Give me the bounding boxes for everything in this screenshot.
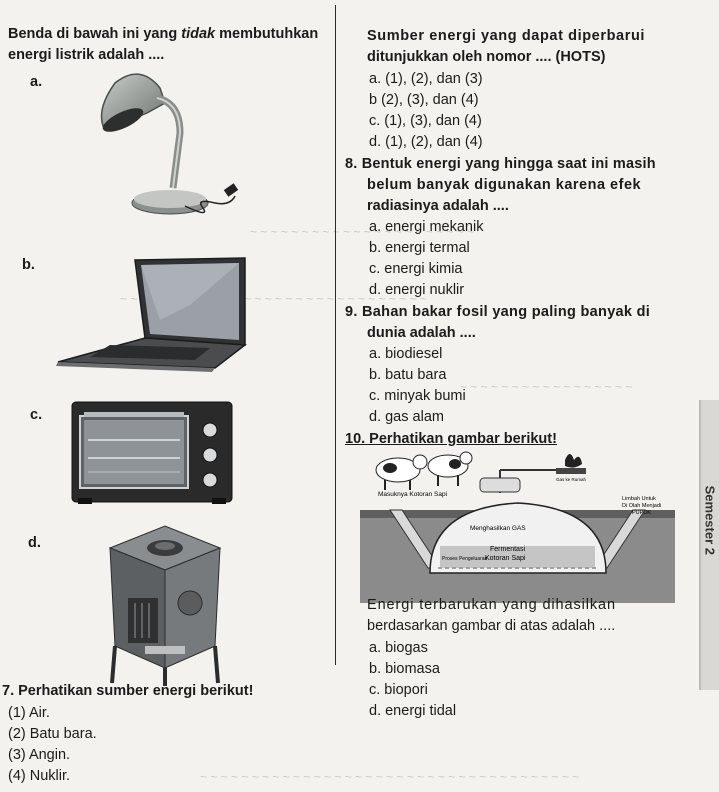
- laptop-image: [56, 257, 248, 372]
- semester-tab: [699, 400, 719, 690]
- q6-option-b-label: b.: [22, 257, 35, 273]
- desk-lamp-image: [100, 73, 239, 215]
- q7-option: a. (1), (2), dan (3): [369, 71, 483, 87]
- q6-option-a-label: a.: [30, 74, 43, 90]
- diagram-label-waste1: Limbah Untuk: [622, 496, 656, 502]
- q9-option: c. minyak bumi: [369, 388, 466, 404]
- diagram-label-waste2: Di Olah Menjadi: [622, 503, 661, 509]
- q8-option: a. energi mekanik: [369, 219, 484, 235]
- q6-option-d-label: d.: [28, 535, 41, 551]
- diagram-label-waste3: PUPUK: [632, 510, 651, 516]
- q9-option: d. gas alam: [369, 409, 444, 425]
- diagram-label-gas: Menghasilkan GAS: [470, 525, 526, 532]
- q10-option: b. biomasa: [369, 661, 440, 677]
- q6-stem-line1: Benda di bawah ini yang tidak membutuhka…: [8, 26, 319, 42]
- biogas-digester-diagram: Masuknya Kotoran Sapi Menghasilkan GAS F…: [360, 451, 675, 603]
- semester-tab-label: Semester 2: [702, 485, 717, 555]
- q7-stem: 7. Perhatikan sumber energi berikut!: [2, 683, 254, 699]
- q6-option-c-label: c.: [30, 407, 43, 423]
- q7-cont-stem-line1: Sumber energi yang dapat diperbarui: [367, 28, 646, 44]
- q7-cont-stem-line2: ditunjukkan oleh nomor .... (HOTS): [367, 49, 606, 65]
- bleed-text: ~ ~ ~ ~ ~ ~ ~ ~ ~ ~ ~ ~ ~ ~ ~ ~ ~ ~ ~ ~ …: [250, 225, 475, 239]
- q7-option: d. (1), (2), dan (4): [369, 134, 483, 150]
- diagram-label-home: Gas ke Rumah: [556, 477, 587, 482]
- q10-stem-line2: berdasarkan gambar di atas adalah ....: [367, 618, 616, 634]
- q7-item: (1) Air.: [8, 705, 50, 721]
- q7-item: (3) Angin.: [8, 747, 71, 763]
- q9-option: b. batu bara: [369, 367, 447, 383]
- bleed-text: ~ ~ ~ ~ ~ ~ ~ ~ ~ ~ ~ ~ ~ ~ ~ ~ ~ ~ ~ ~ …: [200, 770, 580, 784]
- q8-option: d. energi nuklir: [369, 282, 465, 298]
- q7-option: c. (1), (3), dan (4): [369, 113, 482, 129]
- q9-stem-line2: dunia adalah ....: [367, 325, 476, 341]
- q8-option: c. energi kimia: [369, 261, 463, 277]
- gas-stove-image: [108, 525, 222, 686]
- q7-item: (4) Nuklir.: [8, 768, 71, 784]
- q9-stem-line1: 9. Bahan bakar fosil yang paling banyak …: [345, 304, 651, 320]
- q7-option: b (2), (3), dan (4): [369, 92, 479, 108]
- toaster-oven-image: [71, 401, 233, 504]
- column-divider: [335, 5, 336, 665]
- q6-stem-line2: energi listrik adalah ....: [8, 47, 165, 63]
- diagram-label-inlet: Masuknya Kotoran Sapi: [378, 491, 447, 498]
- q10-stem: 10. Perhatikan gambar berikut!: [345, 431, 557, 447]
- bleed-text: ~ ~ ~ ~ ~ ~ ~ ~ ~ ~ ~ ~ ~ ~ ~ ~ ~: [460, 380, 633, 394]
- q8-stem-line3: radiasinya adalah ....: [367, 198, 509, 214]
- q10-option: a. biogas: [369, 640, 428, 656]
- diagram-label-manure: Kotoran Sapi: [485, 555, 526, 562]
- q8-option: b. energi termal: [369, 240, 470, 256]
- q7-item: (2) Batu bara.: [8, 726, 97, 742]
- q8-stem-line2: belum banyak digunakan karena efek: [367, 177, 642, 193]
- diagram-label-fermentation: Fermentasi: [490, 546, 525, 553]
- q10-option: c. biopori: [369, 682, 428, 698]
- diagram-label-outflow: Proses Pengeluaran: [442, 556, 488, 562]
- q9-option: a. biodiesel: [369, 346, 443, 362]
- q10-option: d. energi tidal: [369, 703, 457, 719]
- q10-stem-line1: Energi terbarukan yang dihasilkan: [367, 597, 616, 613]
- q8-stem-line1: 8. Bentuk energi yang hingga saat ini ma…: [345, 156, 656, 172]
